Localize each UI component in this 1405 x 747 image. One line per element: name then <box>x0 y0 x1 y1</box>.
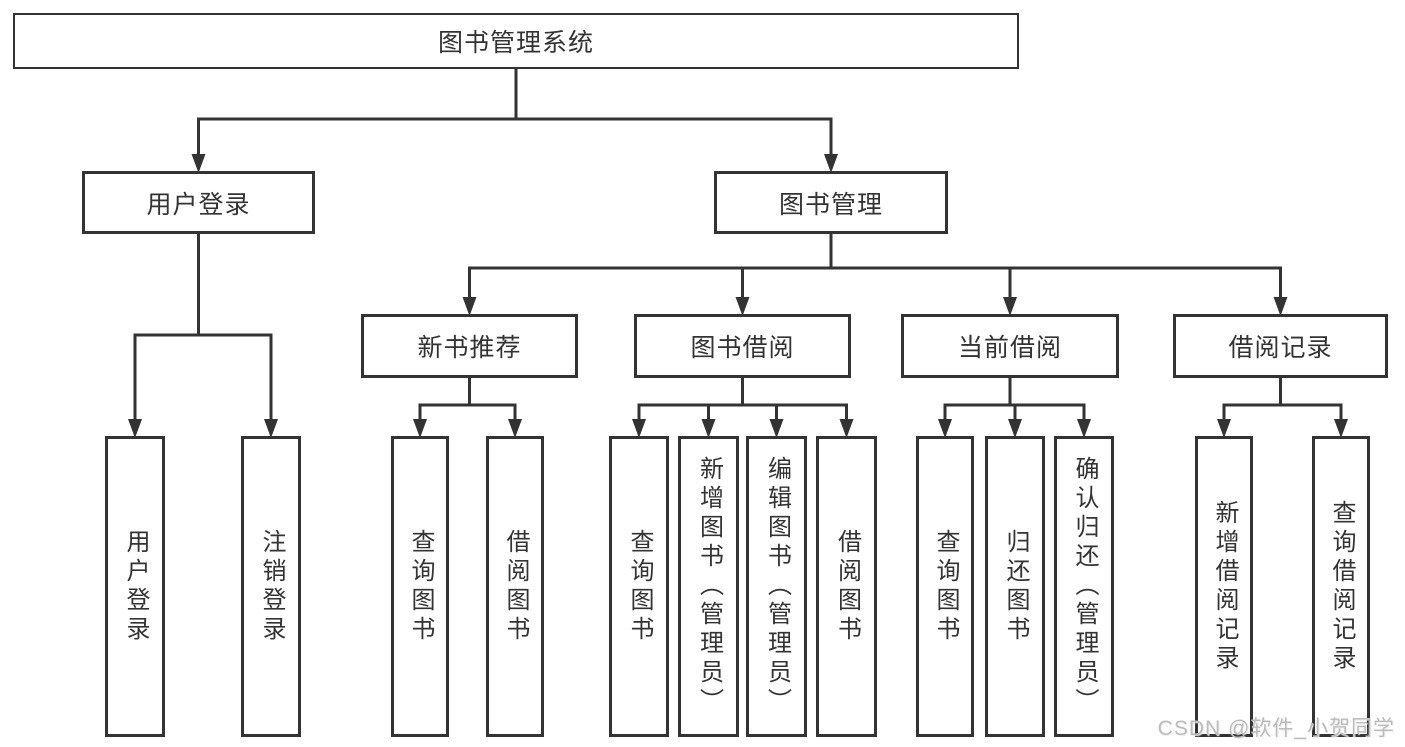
arrowhead-icon <box>938 419 952 438</box>
arrowhead-icon <box>413 419 427 438</box>
node-root: 图书管理系统 <box>13 13 1019 69</box>
node-leaf-add-book: 新增图书（管理员） <box>678 436 739 737</box>
node-leaf-logout: 注销登录 <box>241 436 301 737</box>
edge-user-login <box>133 232 273 424</box>
arrowhead-icon <box>191 154 206 173</box>
node-leaf-return-book: 归还图书 <box>985 436 1045 737</box>
node-leaf-borrow-book-1: 借阅图书 <box>486 436 544 737</box>
node-label: 用户登录 <box>122 528 149 645</box>
node-label: 新书推荐 <box>417 334 522 362</box>
arrowhead-icon <box>1003 297 1017 316</box>
node-label: 借阅记录 <box>1228 334 1333 362</box>
edge-borrow-record <box>1222 376 1343 424</box>
node-label: 查询图书 <box>626 528 653 645</box>
arrowhead-icon <box>769 419 784 438</box>
node-label: 借阅图书 <box>502 528 529 645</box>
arrowhead-icon <box>1217 419 1231 438</box>
arrowhead-icon <box>508 419 522 438</box>
node-label: 图书管理系统 <box>437 29 594 57</box>
node-label: 编辑图书（管理员） <box>763 456 791 717</box>
arrowhead-icon <box>1008 419 1022 438</box>
node-leaf-confirm-return: 确认归还（管理员） <box>1054 436 1114 737</box>
node-label: 借阅图书 <box>833 528 861 645</box>
node-book-borrow: 图书借阅 <box>634 314 851 378</box>
edge-root <box>197 67 833 159</box>
node-current-borrow: 当前借阅 <box>901 314 1119 378</box>
node-label: 确认归还（管理员） <box>1071 456 1098 717</box>
arrowhead-icon <box>701 419 716 438</box>
node-new-book-rec: 新书推荐 <box>361 314 578 378</box>
node-label: 图书管理 <box>778 190 883 219</box>
arrowhead-icon <box>462 297 477 316</box>
node-label: 用户登录 <box>146 190 251 219</box>
arrowhead-icon <box>1077 419 1091 438</box>
node-leaf-user-login: 用户登录 <box>105 436 165 737</box>
node-label: 查询图书 <box>932 528 959 645</box>
node-label: 查询借阅记录 <box>1328 499 1355 674</box>
node-leaf-query-book-2: 查询图书 <box>609 436 669 737</box>
node-label: 新增图书（管理员） <box>695 456 723 717</box>
edge-book-mgmt <box>468 232 1282 302</box>
node-leaf-query-book-3: 查询图书 <box>916 436 974 737</box>
node-user-login: 用户登录 <box>82 171 315 234</box>
node-leaf-borrow-book-2: 借阅图书 <box>816 436 877 737</box>
node-label: 查询图书 <box>407 528 434 645</box>
node-leaf-query-record: 查询借阅记录 <box>1312 436 1370 737</box>
arrowhead-icon <box>128 419 142 438</box>
arrowhead-icon <box>632 419 646 438</box>
arrowhead-icon <box>824 154 838 173</box>
edge-book-borrow <box>637 376 848 424</box>
watermark: CSDN @软件_小贺同学 <box>1157 717 1395 740</box>
node-leaf-query-book-1: 查询图书 <box>391 436 449 737</box>
arrowhead-icon <box>735 297 750 316</box>
node-leaf-edit-book: 编辑图书（管理员） <box>746 436 807 737</box>
node-label: 新增借阅记录 <box>1211 499 1238 674</box>
node-book-mgmt: 图书管理 <box>714 171 948 234</box>
node-label: 图书借阅 <box>690 334 795 362</box>
edge-new-book-rec <box>418 376 517 424</box>
node-leaf-add-record: 新增借阅记录 <box>1195 436 1253 737</box>
arrowhead-icon <box>839 419 854 438</box>
node-label: 注销登录 <box>258 528 285 645</box>
edge-current-borrow <box>943 376 1086 424</box>
node-label: 归还图书 <box>1002 528 1029 645</box>
node-label: 当前借阅 <box>957 334 1062 362</box>
arrowhead-icon <box>1273 297 1288 316</box>
node-borrow-record: 借阅记录 <box>1173 314 1388 378</box>
arrowhead-icon <box>1334 419 1348 438</box>
arrowhead-icon <box>264 419 278 438</box>
